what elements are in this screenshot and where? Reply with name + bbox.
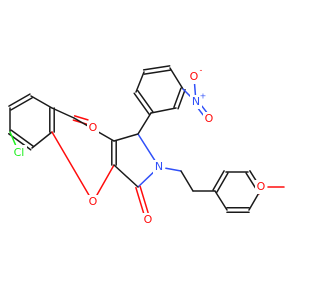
bond-nn-on1 [193, 83, 197, 96]
atom-label-o-ketone: O [89, 121, 98, 134]
molecule-structure: Cl O O O N N + O - O [7, 65, 285, 227]
bond-c4-c5-b [10, 97, 33, 111]
atom-label-n-nitro: N [192, 95, 200, 108]
bond-a3-a4-b [142, 65, 171, 71]
bond-a3-a4-a [143, 69, 172, 75]
bond-a2-a3 [135, 71, 145, 93]
atom-label-o-nitro-minus: O [190, 70, 199, 83]
atom-o-ring: O [87, 195, 99, 209]
bond-a6-a1 [150, 107, 177, 114]
bond-c3-c4 [30, 95, 53, 109]
atom-label-o-nitro-double: O [205, 112, 214, 125]
bond-c3lac-olac-a [135, 186, 145, 215]
bond-c1-c2 [31, 131, 53, 149]
bond-b1-b2-a [216, 172, 229, 193]
atom-o-lactam: O [142, 213, 154, 227]
atom-o-ketone: O [87, 121, 99, 135]
atom-label-o-ring: O [89, 195, 98, 208]
charge-label-o-nitro-minus: - [200, 66, 203, 75]
charge-label-n-nitro: + [200, 92, 207, 101]
bond-c1pyr-n [137, 133, 156, 162]
atom-label-layer: Cl O O O N N + O - O [11, 66, 267, 227]
bond-c3lac-c11 [113, 164, 139, 188]
bond-c10-c1pyr [113, 133, 139, 142]
bond-e1-e2 [180, 170, 194, 192]
atom-cl: Cl [11, 145, 27, 159]
atom-label-o-methoxy: O [257, 180, 266, 193]
bond-a4-a5 [169, 67, 184, 90]
bond-a5-a6-a [173, 87, 182, 108]
bond-a5-nn [182, 88, 192, 98]
atom-label-n-ring: N [155, 160, 163, 173]
atom-n-ring: N [153, 160, 165, 174]
bond-c6-c1-b [10, 129, 35, 147]
bond-layer [7, 65, 285, 215]
bond-b4-b5 [248, 190, 261, 211]
bond-c1pyr-a1 [137, 112, 152, 135]
bond-c3lac-olac-b [139, 185, 149, 214]
bond-nn-on2-a [197, 108, 204, 116]
bond-nn-on2-b [201, 105, 208, 113]
bond-a5-a6-b [177, 89, 186, 110]
atom-o-methoxy: O [255, 180, 267, 194]
atom-label-cl: Cl [14, 146, 25, 159]
bond-c9-oket-b [73, 115, 89, 121]
bond-c6-cl [9, 131, 17, 146]
bond-n-e1 [165, 167, 182, 172]
atom-n-nitro: N + [190, 92, 207, 109]
bond-n-c3lac [137, 171, 155, 188]
bond-c3-c9 [51, 107, 75, 119]
bond-b6-b1 [214, 190, 228, 211]
bond-c4-c5-a [8, 93, 31, 107]
atom-o-nitro-double: O [203, 112, 215, 126]
bond-a1-a2-b [133, 92, 150, 116]
bond-a1-a2-a [137, 89, 154, 113]
atom-label-o-lactam: O [144, 213, 153, 226]
atom-o-nitro-minus: O - [188, 66, 203, 84]
bond-b1-b2-b [212, 170, 225, 191]
bond-c11-oring [95, 164, 115, 197]
bond-oring-c2 [51, 131, 91, 197]
